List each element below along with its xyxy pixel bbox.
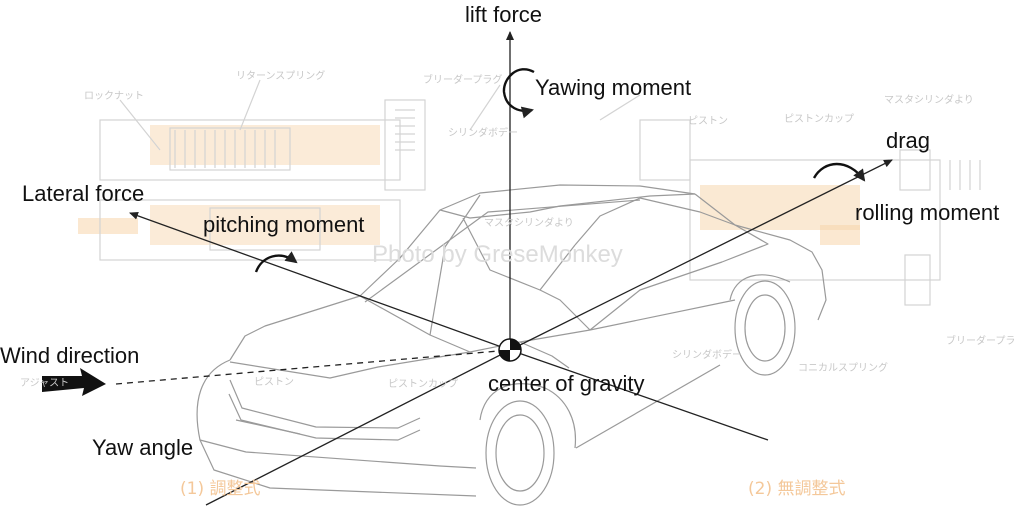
yaw-angle-label: Yaw angle <box>92 435 194 460</box>
car-outline <box>196 184 827 506</box>
watermark-part-3: シリンダボデー <box>448 126 518 139</box>
center-of-gravity-symbol <box>498 338 522 362</box>
background-watermark-drawing <box>78 79 981 306</box>
watermark-part-9: コニカルスプリング <box>798 361 888 374</box>
watermark-caption-2: (2) 無調整式 <box>748 479 845 499</box>
watermark-text: Photo by GreseMonkey (1) 調整式 (2) 無調整式 ロッ… <box>20 69 1015 499</box>
wind-direction-label: Wind direction <box>0 343 140 368</box>
lateral-axis <box>129 211 511 351</box>
watermark-part-7: マスタシリンダより <box>484 216 574 229</box>
rolling-moment-arrow <box>812 162 866 182</box>
lateral-force-label: Lateral force <box>22 181 145 206</box>
pitching-moment-label: pitching moment <box>203 212 365 237</box>
yawing-moment-label: Yawing moment <box>535 75 692 100</box>
drag-axis <box>509 159 893 351</box>
moment-arrows <box>254 68 866 273</box>
watermark-part-4: ピストン <box>688 115 728 127</box>
lateral-axis-back <box>509 349 769 441</box>
watermark-part-11: アジャスト <box>20 378 69 389</box>
watermark-part-13: ピストンカップ <box>388 378 458 390</box>
yawing-moment-arrow <box>502 68 535 119</box>
drag-label: drag <box>886 128 931 153</box>
drag-axis-back <box>205 349 511 506</box>
watermark-part-12: ピストン <box>254 376 294 388</box>
watermark-credit: Photo by GreseMonkey <box>372 241 623 268</box>
watermark-part-8: シリンダボデー <box>672 348 742 361</box>
watermark-part-0: ロックナット <box>84 90 144 102</box>
force-axes <box>115 31 893 506</box>
watermark-part-5: ピストンカップ <box>784 113 854 125</box>
watermark-part-6: マスタシリンダより <box>884 93 974 106</box>
center-of-gravity-label: center of gravity <box>488 371 645 396</box>
wind-arrow <box>42 368 106 396</box>
watermark-part-2: ブリーダープラグ <box>423 73 502 86</box>
watermark-part-10: ブリーダープラ <box>946 334 1015 347</box>
lift-force-label: lift force <box>465 2 543 27</box>
rolling-moment-label: rolling moment <box>855 200 1000 225</box>
watermark-caption-1: (1) 調整式 <box>180 479 260 499</box>
pitching-moment-arrow <box>254 251 298 273</box>
watermark-part-1: リターンスプリング <box>236 69 325 82</box>
